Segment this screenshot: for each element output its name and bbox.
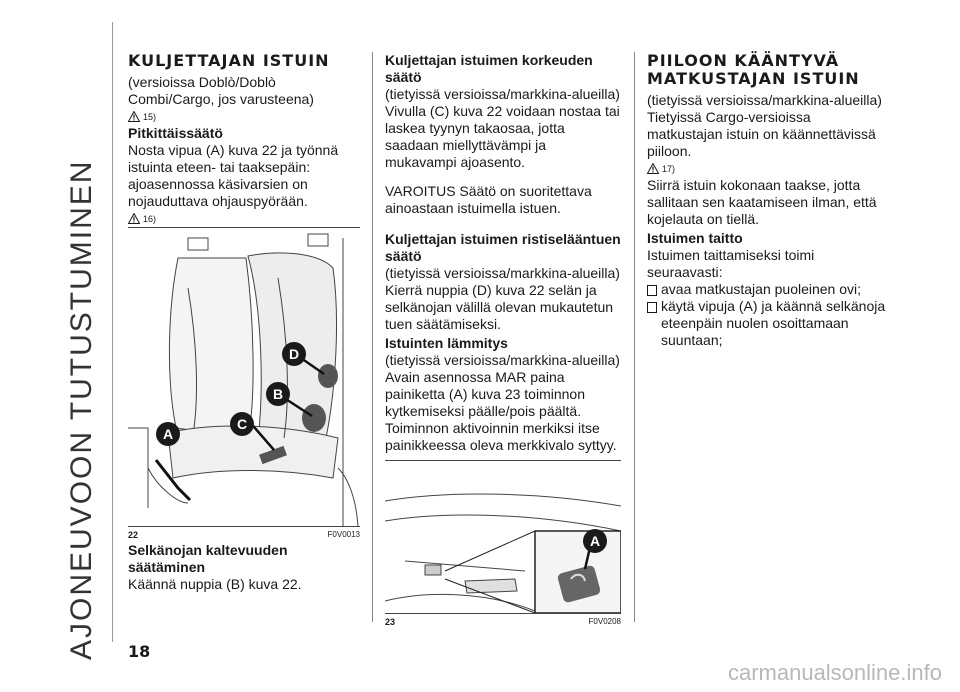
subheading: Kuljettajan istuimen korkeuden säätö <box>385 52 593 85</box>
watermark: carmanualsonline.info <box>727 660 942 685</box>
paragraph: Istuimen taittamiseksi toimi seuraavasti… <box>647 247 815 280</box>
paragraph: Kierrä nuppia (D) kuva 22 selän ja selkä… <box>385 282 614 332</box>
list-item: käytä vipuja (A) ja käännä selkänoja ete… <box>647 298 887 349</box>
subheading: Istuimen taitto <box>647 230 743 246</box>
callout-d-label: D <box>289 346 299 362</box>
column-3: PIILOON KÄÄNTYVÄ MATKUSTAJAN ISTUIN (tie… <box>647 52 887 349</box>
figure-caption: 22 F0V0013 <box>128 530 360 540</box>
subheading: Selkänojan kaltevuuden säätäminen <box>128 542 288 575</box>
callout-b: B <box>266 382 290 406</box>
warning-reference: 15) <box>128 111 360 122</box>
figure-code: F0V0208 <box>588 617 621 626</box>
warning-reference: 17) <box>647 163 887 174</box>
column-separator <box>634 52 635 622</box>
figure-heating-button: A <box>384 460 622 614</box>
figure-caption: 23 F0V0208 <box>385 617 621 627</box>
figure-seat-adjustment: A B C D <box>128 227 360 527</box>
paragraph: (tietyissä versioissa/markkina-alueilla) <box>385 352 620 368</box>
column-1: KULJETTAJAN ISTUIN (versioissa Doblò/Dob… <box>128 52 360 593</box>
warning-number: 15) <box>143 111 157 122</box>
section-title: PIILOON KÄÄNTYVÄ MATKUSTAJAN ISTUIN <box>647 51 860 88</box>
warning-icon <box>647 163 659 174</box>
subheading: Pitkittäissäätö <box>128 125 223 141</box>
paragraph: Käännä nuppia (B) kuva 22. <box>128 576 302 592</box>
paragraph: (tietyissä versioissa/markkina-alueilla) <box>385 86 620 102</box>
subheading: Kuljettajan istuimen ristiselääntuen sää… <box>385 231 621 264</box>
callout-a: A <box>156 422 180 446</box>
paragraph: (tietyissä versioissa/markkina-alueilla) <box>647 92 882 108</box>
callout-c-label: C <box>237 416 247 432</box>
callout-a-label: A <box>590 533 600 549</box>
list-item-text: avaa matkustajan puoleinen ovi; <box>661 281 862 297</box>
page-number: 18 <box>128 642 151 661</box>
callout-a: A <box>583 529 607 553</box>
callout-b-label: B <box>273 386 283 402</box>
paragraph: Siirrä istuin kokonaan taakse, jotta sal… <box>647 177 877 227</box>
paragraph: (tietyissä versioissa/markkina-alueilla) <box>385 265 620 281</box>
warning-number: 17) <box>662 163 676 174</box>
warning-number: 16) <box>143 213 157 224</box>
paragraph: Nosta vipua (A) kuva 22 ja työnnä istuin… <box>128 142 339 209</box>
warning-icon <box>128 111 140 122</box>
figure-code: F0V0013 <box>327 530 360 539</box>
callout-c: C <box>230 412 254 436</box>
warning-reference: 16) <box>128 213 360 224</box>
figure-number: 23 <box>385 617 396 627</box>
callout-a-label: A <box>163 426 173 442</box>
subheading: Istuinten lämmitys <box>385 335 508 351</box>
list-item-text: käytä vipuja (A) ja käännä selkänoja ete… <box>661 298 886 348</box>
paragraph: VAROITUS Säätö on suoritettava ainoastaa… <box>385 183 592 216</box>
checkbox-bullet-icon <box>647 285 657 296</box>
paragraph: (versioissa Doblò/Doblò Combi/Cargo, jos… <box>128 74 314 107</box>
side-rule <box>112 22 113 642</box>
warning-icon <box>128 213 140 224</box>
heating-illustration: A <box>384 493 622 614</box>
figure-number: 22 <box>128 530 139 540</box>
list-item: avaa matkustajan puoleinen ovi; <box>647 281 887 298</box>
paragraph: Tietyissä Cargo-versioissa matkustajan i… <box>647 109 876 159</box>
column-2: Kuljettajan istuimen korkeuden säätö (ti… <box>384 52 622 627</box>
chapter-side-title: AJONEUVOON TUTUSTUMINEN <box>65 159 98 660</box>
seat-illustration: A B C D <box>128 233 359 527</box>
section-title: KULJETTAJAN ISTUIN <box>128 51 330 70</box>
checkbox-bullet-icon <box>647 302 657 313</box>
callout-d: D <box>282 342 306 366</box>
paragraph: Vivulla (C) kuva 22 voidaan nostaa tai l… <box>385 103 620 170</box>
paragraph: Toiminnon aktivoinnin merkiksi itse pain… <box>385 420 617 453</box>
paragraph: Avain asennossa MAR paina painiketta (A)… <box>385 369 585 419</box>
column-separator <box>372 52 373 622</box>
